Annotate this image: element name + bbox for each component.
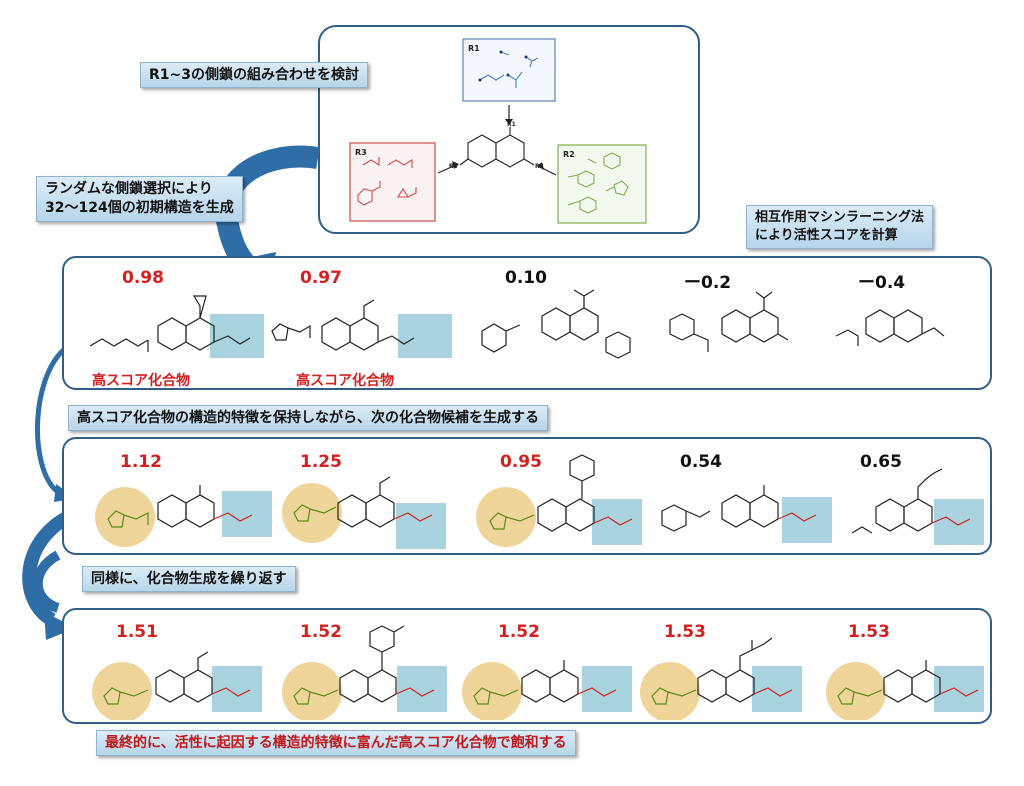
row2-score-4: 0.54 [680,452,722,472]
note-ml-line1: 相互作用マシンラーニング法 [755,210,925,225]
note-keep-features: 高スコア化合物の構造的特徴を保持しながら、次の化合物候補を生成する [68,405,548,431]
row1-score-1: 0.98 [122,268,164,288]
r1-box-label: R1 [468,44,480,53]
note-ml-line2: により活性スコアを計算 [755,228,898,243]
row1-high-score-label-2: 高スコア化合物 [296,373,394,389]
row3-score-5: 1.53 [848,622,890,642]
row3-score-2: 1.52 [300,622,342,642]
row2-score-3: 0.95 [500,452,542,472]
note-final-saturation: 最終的に、活性に起因する構造的特徴に富んだ高スコア化合物で飽和する [96,730,576,756]
note-random-selection: ランダムな側鎖選択により 32〜124個の初期構造を生成 [36,176,243,222]
r3-box-label: R3 [355,148,367,157]
note-random-line2: 32〜124個の初期構造を生成 [45,200,234,216]
r2-box-label: R2 [563,150,575,159]
row1-score-4: ー0.2 [684,273,732,293]
side-chain-diagram: R1 R1 R2 R3 R3 R2 [349,38,647,224]
row1-score-3: 0.10 [505,268,547,288]
row1-score-2: 0.97 [300,268,342,288]
row2-score-1: 1.12 [120,452,162,472]
note-repeat-generation: 同様に、化合物生成を繰り返す [82,566,296,592]
row2-score-5: 0.65 [860,452,902,472]
compound-row-2-structures [95,454,984,549]
row1-high-score-label-1: 高スコア化合物 [92,373,190,389]
row1-score-5: ー0.4 [858,273,906,293]
row3-score-3: 1.52 [498,622,540,642]
row3-score-4: 1.53 [664,622,706,642]
compound-row-3-structures [92,625,984,720]
compound-row-1-structures [89,289,945,359]
note-ml-scoring: 相互作用マシンラーニング法 により活性スコアを計算 [746,205,934,249]
core-r1-label: R1 [507,121,516,128]
row3-score-1: 1.51 [116,622,158,642]
row2-score-2: 1.25 [300,452,342,472]
note-random-line1: ランダムな側鎖選択により [45,181,213,197]
note-combine-side-chains: R1~3の側鎖の組み合わせを検討 [140,62,368,88]
